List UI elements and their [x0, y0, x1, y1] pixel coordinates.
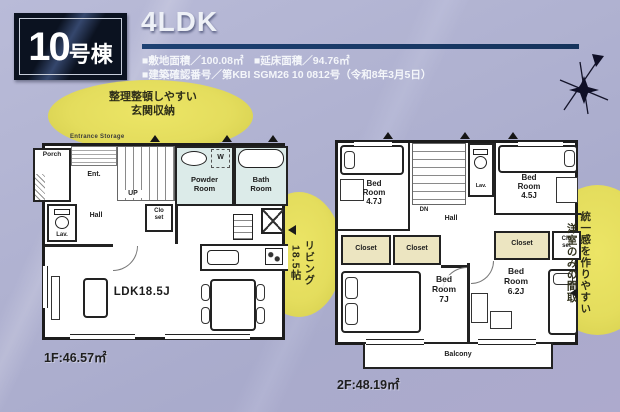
toilet-tank-icon	[54, 209, 70, 215]
balcony-label: Balcony	[444, 351, 472, 358]
closet	[393, 235, 441, 265]
closet	[341, 235, 391, 265]
bath-room-label: Bath Room	[250, 175, 272, 193]
chair-icon	[201, 307, 210, 324]
porch-label: Porch	[42, 151, 62, 158]
spec-site-area: ■敷地面積／100.08㎡ ■延床面積／94.76㎡	[142, 55, 350, 67]
floor1-plan: Porch Ent. UP W Powder Room Bath Room La…	[33, 143, 288, 340]
stairs-down-label: DN	[419, 207, 429, 213]
vent-mark	[460, 132, 470, 139]
closet-1f-label: Clo set	[154, 208, 164, 221]
entrance-storage-label: Entrance Storage	[70, 134, 125, 140]
cupboard-icon	[233, 214, 253, 240]
compass-icon	[559, 54, 609, 115]
bedroom-45	[494, 143, 581, 215]
hall-1f-label: Hall	[89, 212, 103, 219]
pillow-icon	[344, 151, 355, 169]
closet	[494, 231, 550, 260]
vent-mark	[508, 132, 518, 139]
bedroom-47-label: Bed Room 4.7J	[362, 179, 386, 207]
toilet-tank-icon	[473, 149, 488, 155]
vent-mark	[150, 135, 160, 142]
door-arc	[113, 246, 138, 271]
sofa-icon	[83, 278, 108, 318]
refrigerator-mark	[261, 208, 285, 234]
dining-table-icon	[210, 279, 256, 331]
sink-icon	[181, 151, 207, 166]
chair-icon	[256, 307, 265, 324]
title-underline	[142, 44, 579, 49]
closet-label: Closet	[511, 240, 533, 247]
powder-room-label: Powder Room	[190, 175, 219, 193]
washer-box	[211, 149, 230, 168]
callout-pointer	[288, 225, 296, 235]
balcony	[363, 342, 553, 369]
building-number-badge-inner: 10 号棟	[19, 18, 122, 75]
closet-1f	[145, 204, 173, 232]
stairs-down	[412, 143, 466, 205]
badge-suffix: 号棟	[68, 41, 113, 67]
pillow-icon	[553, 273, 573, 285]
callout-pointer	[570, 288, 578, 298]
ldk-label: LDK18.5J	[113, 286, 171, 298]
vent-mark	[268, 135, 278, 142]
wall-segment	[441, 265, 468, 268]
stairs-up-label: UP	[123, 190, 143, 199]
entrance-label: Ent.	[87, 171, 101, 178]
wall-segment	[45, 244, 113, 247]
floor1-area-label: 1F:46.57㎡	[44, 351, 107, 365]
floor2-area-label: 2F:48.19㎡	[337, 378, 400, 392]
hall-2f-label: Hall	[444, 215, 458, 222]
window	[70, 334, 135, 340]
bedroom-45-label: Bed Room 4.5J	[517, 173, 541, 201]
tv-board-icon	[51, 276, 60, 320]
pillow-icon	[345, 277, 358, 299]
page-title: 4LDK	[141, 6, 219, 37]
chair-icon	[201, 284, 210, 301]
pillow-icon	[564, 150, 575, 167]
window	[518, 141, 563, 147]
desk-icon	[471, 293, 488, 323]
closet-label: Closet	[355, 245, 377, 252]
window	[478, 339, 536, 345]
porch-hatch	[35, 174, 45, 200]
desk-icon	[340, 179, 364, 201]
washer-label: W	[217, 154, 224, 161]
porch	[33, 148, 71, 202]
vent-mark	[222, 135, 232, 142]
closet-narrow	[552, 231, 581, 260]
window	[354, 141, 392, 147]
spec-building-permit: ■建築確認番号／第KBI SGM26 10 0812号（令和8年3月5日）	[142, 69, 432, 81]
side-table-icon	[490, 311, 512, 329]
wall-segment	[175, 206, 178, 244]
window	[366, 339, 424, 345]
bedroom-47	[338, 143, 410, 231]
badge-number: 10	[28, 24, 70, 69]
callout-entrance-storage-text: 整理整頓しやすい 玄関収納	[109, 91, 197, 117]
entrance-storage-shelves	[71, 146, 117, 166]
window	[165, 334, 250, 340]
desk-icon	[556, 177, 578, 203]
chair-icon	[256, 284, 265, 301]
callout-western-rooms-text: 統一感を作りやすい 洋室のみの間取	[565, 211, 592, 315]
lavatory-1f-label: Lav.	[56, 232, 68, 238]
vent-mark	[383, 132, 393, 139]
wall-segment	[467, 263, 470, 345]
closet-narrow-label: Clo set	[561, 236, 572, 249]
pillow-icon	[345, 303, 358, 325]
bedroom-7-label: Bed Room 7J	[422, 274, 466, 305]
bedroom-62-label: Bed Room 6.2J	[503, 266, 529, 296]
window	[42, 266, 48, 308]
stove-icon	[265, 248, 283, 265]
toilet-icon	[474, 156, 487, 169]
toilet-icon	[55, 216, 69, 229]
floor2-plan: Bed Room 4.7J DN Lav. Bed Room 4.5J Hall…	[335, 140, 581, 369]
closet-label: Closet	[406, 245, 428, 252]
building-number-badge: 10 号棟	[14, 13, 127, 80]
lavatory-2f-label: Lav.	[475, 183, 487, 189]
kitchen-sink-icon	[207, 250, 239, 265]
bathtub-icon	[238, 149, 284, 168]
callout-living-text: リビング 18.5帖	[289, 240, 316, 286]
